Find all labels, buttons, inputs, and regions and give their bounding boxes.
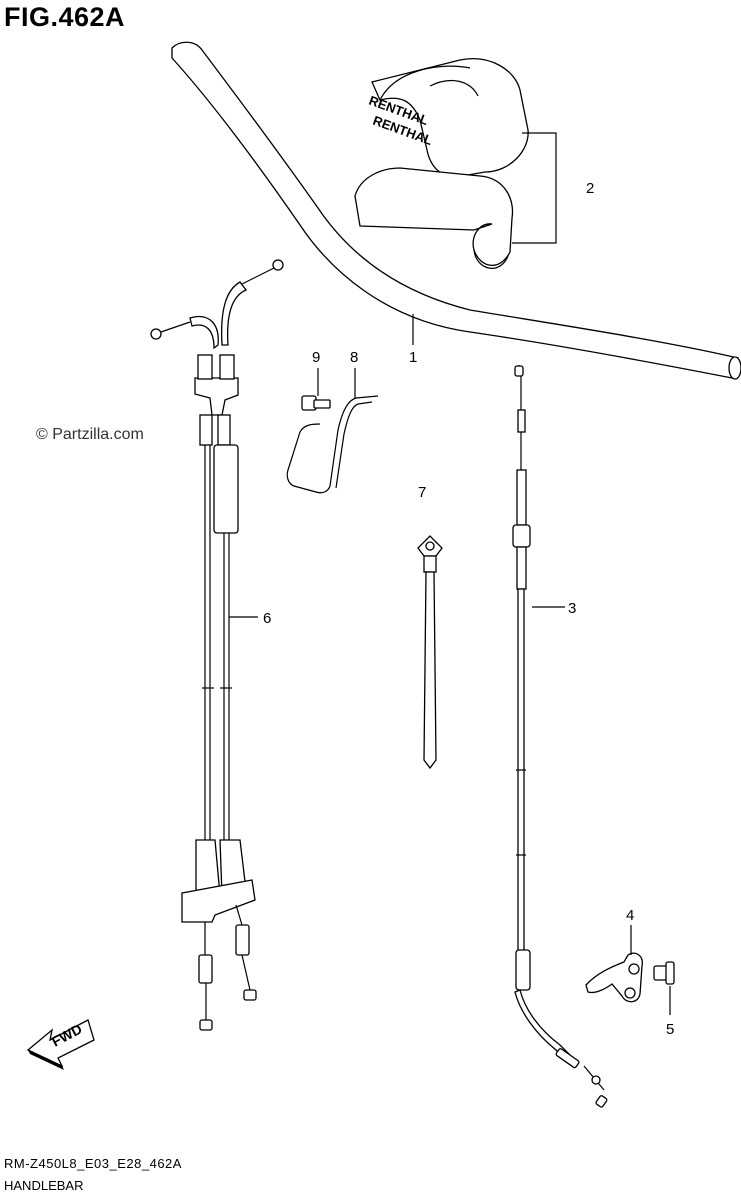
callout-5: 5 (666, 1021, 674, 1038)
handlebar-pad[interactable]: RENTHAL RENTHAL (354, 58, 557, 269)
handlebar[interactable] (171, 41, 741, 380)
cable-guide[interactable] (286, 368, 379, 494)
callout-1: 1 (409, 349, 417, 366)
fwd-arrow: FWD (26, 1019, 95, 1070)
bolt-9[interactable] (301, 368, 331, 411)
cable-tie[interactable] (417, 535, 443, 770)
callout-9: 9 (312, 349, 320, 366)
figure-title: FIG.462A (4, 2, 126, 32)
callout-8: 8 (350, 349, 358, 366)
cable-clamp[interactable] (585, 925, 643, 1003)
throttle-cables[interactable] (150, 259, 284, 1031)
footer-code: RM-Z450L8_E03_E28_462A (4, 1156, 182, 1171)
callout-3: 3 (568, 600, 576, 617)
callout-4: 4 (626, 907, 634, 924)
callout-6: 6 (263, 610, 271, 627)
clutch-cable[interactable] (512, 365, 608, 1108)
callout-7: 7 (418, 484, 426, 501)
footer-name: HANDLEBAR (4, 1178, 84, 1193)
watermark: © Partzilla.com (36, 426, 144, 443)
callout-2: 2 (586, 180, 594, 197)
bolt-5[interactable] (653, 961, 675, 1015)
